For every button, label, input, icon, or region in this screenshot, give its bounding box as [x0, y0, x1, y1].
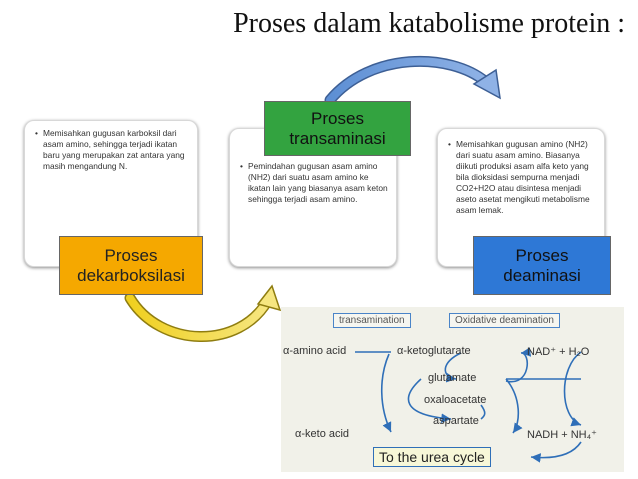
page-title: Proses dalam katabolisme protein : — [233, 8, 625, 39]
label-nad: NAD⁺ + H₂O — [527, 346, 590, 358]
label-deaminasi-line2: deaminasi — [503, 265, 581, 285]
tag-oxidative-deamination: Oxidative deamination — [449, 313, 560, 328]
label-oxaloacetate: oxaloacetate — [424, 394, 487, 406]
ketoglutarate-to-glutamate-arrow — [444, 352, 462, 383]
label-transaminasi-line1: Proses — [311, 108, 364, 128]
label-dekarboksilasi-line2: dekarboksilasi — [77, 265, 185, 285]
urea-cycle-box: To the urea cycle — [373, 447, 491, 467]
nh4-to-urea-arrow — [530, 441, 582, 463]
glutamate-to-aspartate-arrow — [407, 378, 452, 424]
nad-to-nadh-arrow — [563, 351, 582, 427]
deaminasi-description: Memisahkan gugusan amino (NH2) dari suat… — [448, 139, 598, 216]
label-dekarboksilasi-line1: Proses — [104, 245, 158, 265]
label-alpha-amino-acid: α-amino acid — [283, 345, 347, 357]
tag-transamination: transamination — [333, 313, 411, 328]
label-transaminasi-line2: transaminasi — [289, 128, 386, 148]
label-glutamate: glutamate — [428, 372, 477, 384]
reaction-diagram: transamination Oxidative deamination α-a… — [281, 307, 624, 472]
label-deaminasi-line1: Proses — [515, 245, 569, 265]
arrow-transaminasi-to-deaminasi — [324, 55, 501, 106]
label-alpha-keto-acid: α-keto acid — [295, 428, 350, 440]
glutamate-to-ketoglutarate-arrow — [505, 347, 532, 383]
aspartate-to-urea-arrow — [505, 378, 523, 434]
label-alpha-ketoglutarate: α-ketoglutarate — [397, 345, 471, 357]
reaction-arrows — [355, 347, 582, 463]
label-nadh: NADH + NH₄⁺ — [527, 429, 597, 441]
transaminasi-description: Pemindahan gugusan asam amino (NH2) dari… — [240, 161, 390, 205]
arrow-dekarboksilasi-to-transaminasi — [124, 284, 282, 342]
amino-to-keto-arrow — [380, 353, 392, 433]
dekarboksilasi-description: Memisahkan gugusan karboksil dari asam a… — [35, 128, 189, 172]
label-aspartate: aspartate — [433, 415, 479, 427]
